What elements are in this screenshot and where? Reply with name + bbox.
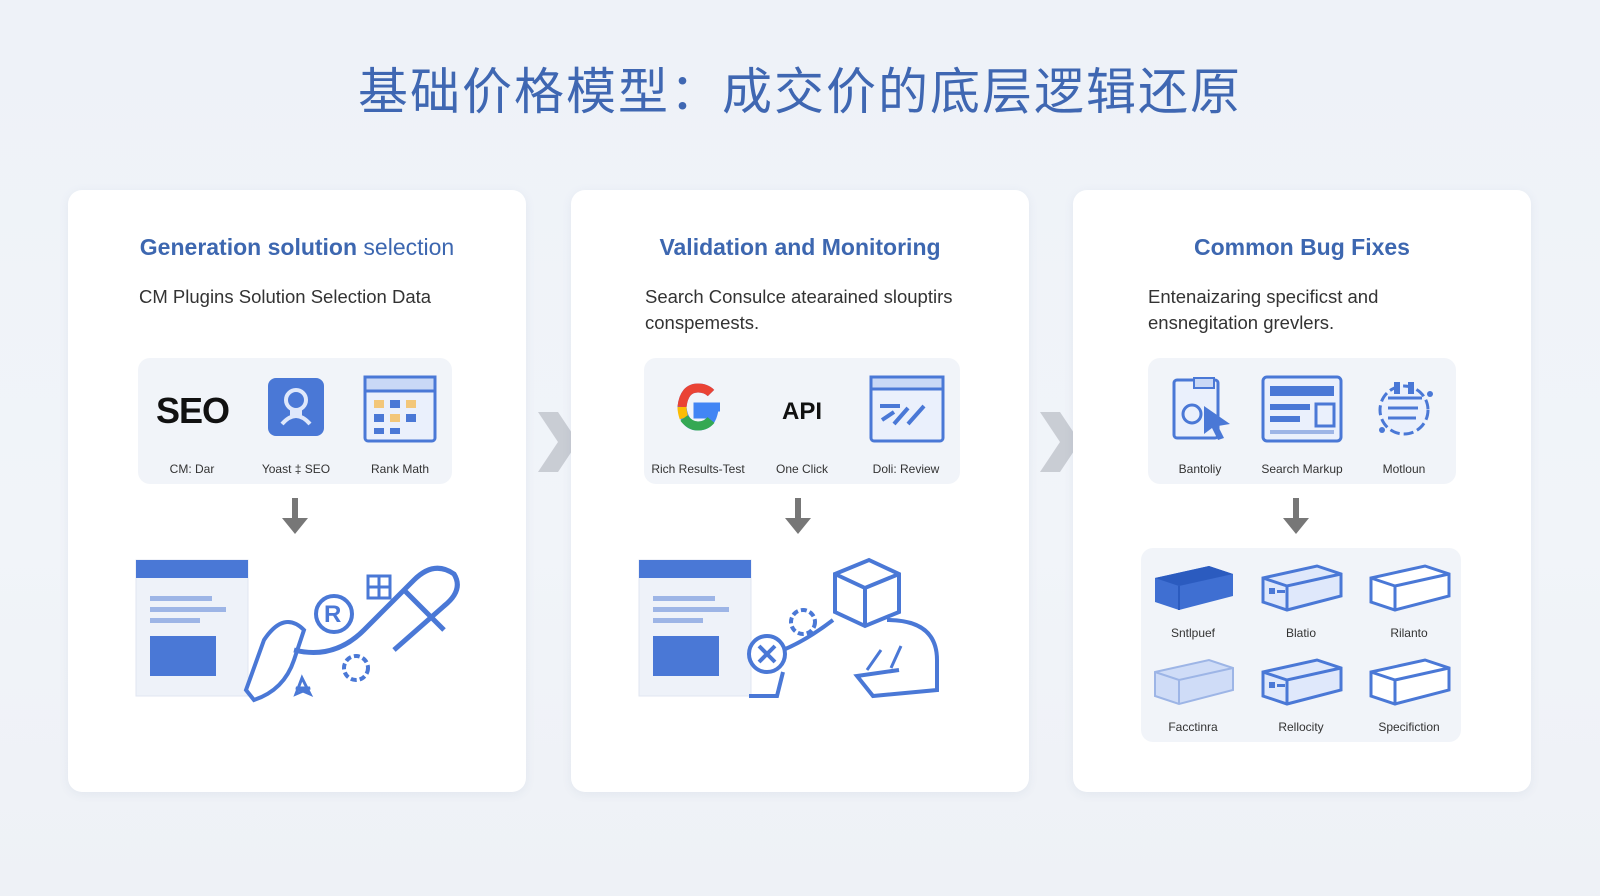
server-box-icon <box>1261 658 1343 706</box>
chevron-right-icon <box>1040 412 1080 472</box>
outline-box-icon <box>1369 564 1451 612</box>
box-item[interactable]: Rellocity <box>1249 650 1353 740</box>
tool-label: Rank Math <box>370 462 430 476</box>
tool-label: Motloun <box>1382 462 1426 476</box>
document-cursor-icon <box>1168 374 1232 440</box>
arrow-down-icon <box>785 498 811 534</box>
card-title: Common Bug Fixes <box>1194 234 1410 260</box>
review-window-icon <box>869 374 945 443</box>
tool-item[interactable]: Rank Math <box>350 370 450 480</box>
tool-item[interactable]: Doli: Review <box>856 370 956 480</box>
box-label: Sntlpuef <box>1170 626 1216 640</box>
seo-logo-icon: SEO <box>156 374 230 440</box>
api-text: API <box>781 398 822 425</box>
box-label: Facctinra <box>1168 720 1218 734</box>
calendar-window-icon <box>363 374 437 443</box>
yoast-plugin-icon <box>264 374 328 440</box>
tool-item[interactable]: Yoast ‡ SEO <box>246 370 346 480</box>
seo-logo-text: SEO <box>156 390 230 431</box>
box-grid-panel: Sntlpuef Blatio Rilanto Facctinra <box>1141 548 1461 742</box>
tool-label: CM: Dar <box>169 462 215 476</box>
document-cube-illustration-icon <box>638 557 939 699</box>
document-link-illustration-icon: R <box>135 559 460 703</box>
google-g-icon <box>666 374 730 440</box>
box-label: Blatio <box>1285 626 1317 640</box>
tool-label: One Click <box>775 462 828 476</box>
tool-label: Search Markup <box>1261 462 1343 476</box>
server-box-icon <box>1261 564 1343 612</box>
chevron-right-icon <box>538 412 578 472</box>
card-common-bug-fixes: Common Bug Fixes Entenaizaring specifics… <box>1073 190 1531 792</box>
page-title: 基础价格模型：成交价的底层逻辑还原 <box>358 63 1242 121</box>
tool-panel: SEO CM: Dar Yoast ‡ SEO <box>138 358 452 484</box>
tool-item[interactable]: Search Markup <box>1252 370 1352 480</box>
card-title-main: Generation solution <box>139 234 358 260</box>
card-validation-monitoring: Validation and Monitoring Search Consulc… <box>571 190 1029 792</box>
svg-text:R: R <box>324 601 341 628</box>
card-title: Generation solution selection <box>68 234 526 261</box>
tool-panel: Bantoliy Search Markup <box>1148 358 1456 484</box>
box-label: Specifiction <box>1378 720 1440 734</box>
box-label: Rilanto <box>1390 626 1428 640</box>
box-item[interactable]: Specifiction <box>1357 650 1461 740</box>
tool-label: Yoast ‡ SEO <box>261 462 331 476</box>
arrow-down-icon <box>282 498 308 534</box>
card-subtitle: Entenaizaring specificst and ensnegitati… <box>1148 286 1379 333</box>
box-label: Rellocity <box>1278 720 1324 734</box>
card-title: Validation and Monitoring <box>659 234 941 260</box>
gear-notebook-icon <box>1372 374 1436 440</box>
api-text-icon: API <box>770 374 834 440</box>
box-item[interactable]: Rilanto <box>1357 556 1461 646</box>
tool-panel: Rich Results-Test API One Click Doli: Re… <box>644 358 960 484</box>
box-item[interactable]: Facctinra <box>1141 650 1245 740</box>
box-item[interactable]: Sntlpuef <box>1141 556 1245 646</box>
tool-label: Doli: Review <box>872 462 940 476</box>
arrow-down-icon <box>1283 498 1309 534</box>
card-generation-solution: Generation solution selection CM Plugins… <box>68 190 526 792</box>
tool-item[interactable]: Rich Results-Test <box>648 370 748 480</box>
outline-box-icon <box>1369 658 1451 706</box>
tool-item[interactable]: SEO CM: Dar <box>142 370 242 480</box>
box-item[interactable]: Blatio <box>1249 556 1353 646</box>
markup-window-icon <box>1261 374 1343 443</box>
card-subtitle: Search Consulce atearained slouptirs con… <box>645 286 953 333</box>
tool-label: Bantoliy <box>1178 462 1222 476</box>
tool-label: Rich Results-Test <box>651 462 745 476</box>
tool-item[interactable]: Motloun <box>1354 370 1454 480</box>
light-box-icon <box>1154 658 1234 706</box>
card-title-light: selection <box>357 234 455 260</box>
solid-box-icon <box>1155 566 1233 610</box>
tool-item[interactable]: Bantoliy <box>1150 370 1250 480</box>
card-subtitle: CM Plugins Solution Selection Data <box>139 286 432 307</box>
tool-item[interactable]: API One Click <box>752 370 852 480</box>
